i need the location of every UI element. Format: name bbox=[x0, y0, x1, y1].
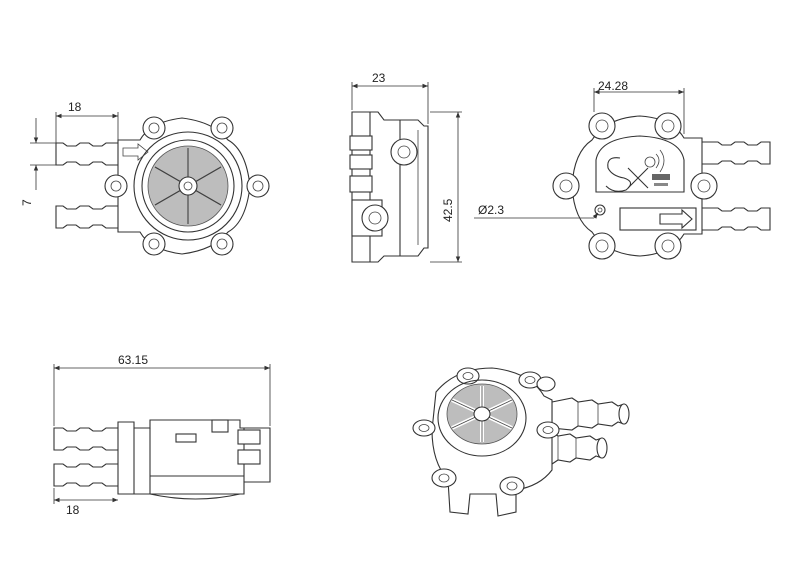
bottom-length-dim: 63.15 bbox=[118, 353, 148, 367]
rear-upper-nozzle bbox=[702, 141, 771, 165]
iso-impeller bbox=[451, 386, 513, 442]
rear-hole-dim: Ø2.3 bbox=[478, 203, 504, 217]
rear-lower-nozzle bbox=[702, 207, 771, 231]
bottom-upper-nozzle bbox=[53, 427, 118, 451]
rear-view: 24.28 Ø2.3 bbox=[474, 79, 771, 260]
rear-logo-mark bbox=[605, 149, 670, 192]
front-upper-nozzle bbox=[55, 142, 118, 166]
bottom-lower-nozzle bbox=[53, 463, 118, 487]
front-width-dim: 18 bbox=[68, 100, 82, 114]
front-view: 18 7 bbox=[20, 100, 270, 256]
bottom-width-dim: 18 bbox=[66, 503, 80, 517]
iso-upper-nozzle bbox=[551, 397, 630, 431]
bottom-view: 63.15 18 bbox=[53, 353, 271, 517]
rear-offset-dim: 24.28 bbox=[598, 79, 628, 93]
isometric-view bbox=[412, 367, 630, 517]
front-impeller bbox=[154, 148, 222, 224]
side-view: 23 42.5 bbox=[349, 71, 462, 263]
side-depth-dim: 23 bbox=[372, 71, 386, 85]
front-lower-nozzle bbox=[55, 205, 118, 229]
side-height-dim: 42.5 bbox=[441, 198, 455, 222]
front-spacing-dim: 7 bbox=[20, 199, 34, 206]
